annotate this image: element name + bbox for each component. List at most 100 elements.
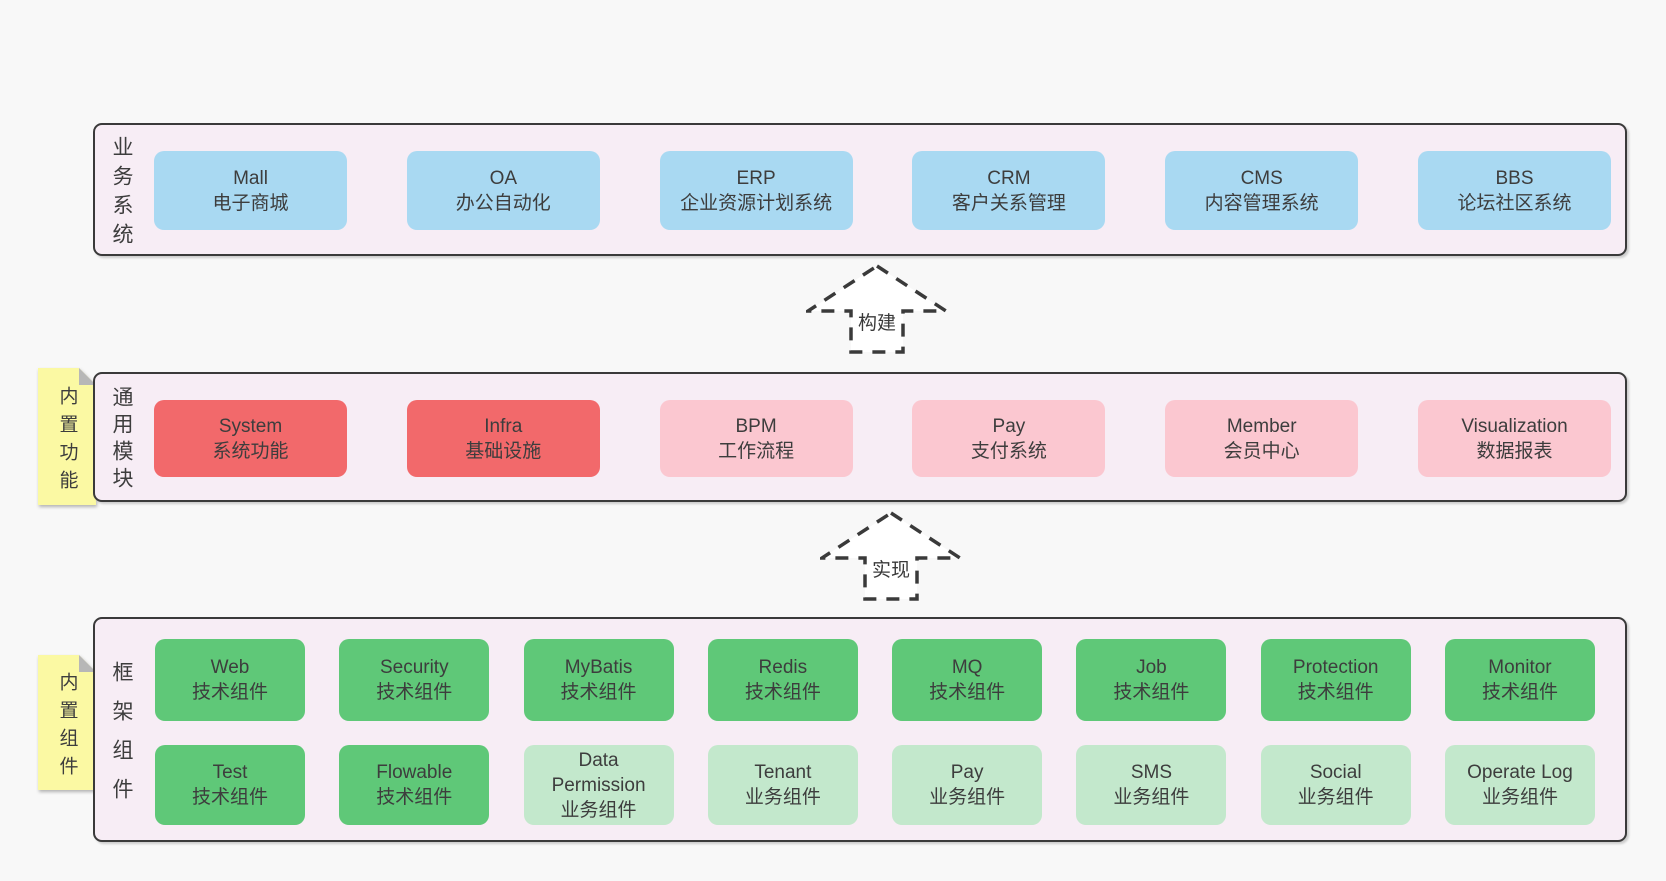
node-bbs: BBS 论坛社区系统 [1417,151,1611,230]
node-en-label: Redis [758,657,808,678]
node-zh-label: 会员中心 [1223,440,1300,462]
node-zh-label: 内容管理系统 [1204,192,1319,214]
node-cms: CMS 内容管理系统 [1165,151,1359,230]
node-mq: MQ 技术组件 [892,639,1043,721]
node-member: Member 会员中心 [1165,400,1359,477]
node-en-label: SMS [1130,762,1172,783]
node-zh-label: 技术组件 [744,682,821,703]
node-en-label: Visualization [1461,415,1568,437]
node-redis: Redis 技术组件 [707,639,858,721]
node-en-label: ERP [736,167,776,189]
node-monitor: Monitor 技术组件 [1444,639,1595,721]
node-zh-label: 技术组件 [1481,682,1558,703]
node-en-label: Social [1309,762,1362,783]
arrow-label: 构建 [855,308,899,335]
node-zh-label: 基础设施 [465,440,542,462]
node-zh-label: 业务组件 [560,799,637,821]
node-en-label: Mall [233,167,268,189]
band-label: 框架组件 [110,660,133,817]
node-job: Job 技术组件 [1076,639,1227,721]
node-tenant: Tenant 业务组件 [707,745,858,825]
node-pay-component: Pay 业务组件 [892,745,1043,825]
node-zh-label: 技术组件 [191,682,268,703]
dashed-up-arrow-implement: 实现 [820,511,962,601]
business-systems-row: Mall 电子商城 OA 办公自动化 ERP 企业资源计划系统 CRM 客户关系… [154,151,1611,230]
node-oa: OA 办公自动化 [406,151,600,230]
node-en-label: Member [1226,415,1297,437]
band-label: 通用模块 [110,386,133,494]
node-social: Social 业务组件 [1260,745,1411,825]
sticky-paper [38,655,96,790]
dashed-up-arrow-build: 构建 [806,264,948,354]
node-zh-label: 数据报表 [1476,440,1553,462]
node-en-label: CRM [987,167,1031,189]
node-en-label: Infra [484,415,523,437]
sticky-note-builtin-components: 内置组件 [38,655,96,790]
common-modules-row: System 系统功能 Infra 基础设施 BPM 工作流程 Pay 支付系统… [154,400,1611,477]
framework-components-row-1: Web 技术组件 Security 技术组件 MyBatis 技术组件 Redi… [155,639,1595,721]
node-zh-label: 办公自动化 [455,192,551,214]
node-zh-label: 业务组件 [744,787,821,808]
node-erp: ERP 企业资源计划系统 [659,151,853,230]
node-zh-label: 技术组件 [929,682,1006,703]
node-en-label: MQ [951,657,983,678]
node-protection: Protection 技术组件 [1260,639,1411,721]
node-en-label: System [218,415,283,437]
node-en-label: Flowable [376,762,453,783]
node-zh-label: 支付系统 [970,440,1047,462]
node-en-label: Data Permission [551,749,646,796]
sticky-paper [38,368,96,505]
arrow-label: 实现 [869,555,913,582]
node-en-label: Operate Log [1467,762,1573,783]
node-bpm: BPM 工作流程 [659,400,853,477]
node-mybatis: MyBatis 技术组件 [523,639,674,721]
node-en-label: Security [379,657,449,678]
node-web: Web 技术组件 [155,639,305,721]
node-en-label: MyBatis [564,657,633,678]
band-business-systems: 业务系统 Mall 电子商城 OA 办公自动化 ERP 企业资源计划系统 CRM… [93,123,1627,256]
node-zh-label: 业务组件 [929,787,1006,808]
node-test: Test 技术组件 [155,745,305,825]
node-zh-label: 系统功能 [212,440,289,462]
node-en-label: Pay [950,762,984,783]
node-data-permission: Data Permission 业务组件 [523,745,674,825]
node-flowable: Flowable 技术组件 [339,745,490,825]
node-zh-label: 技术组件 [560,682,637,703]
node-pay-system: Pay 支付系统 [912,400,1106,477]
node-en-label: Monitor [1488,657,1552,678]
node-zh-label: 技术组件 [191,787,268,808]
node-zh-label: 业务组件 [1113,787,1190,808]
node-mall: Mall 电子商城 [154,151,347,230]
node-zh-label: 客户关系管理 [951,192,1066,214]
node-en-label: Pay [992,415,1026,437]
node-operate-log: Operate Log 业务组件 [1444,745,1595,825]
sticky-note-builtin-features: 内置功能 [38,368,96,505]
node-en-label: Test [212,762,248,783]
sticky-label: 内置组件 [56,671,78,784]
band-common-modules: 通用模块 System 系统功能 Infra 基础设施 BPM 工作流程 Pay… [93,372,1627,502]
node-zh-label: 技术组件 [376,682,453,703]
node-zh-label: 电子商城 [212,192,289,214]
node-zh-label: 技术组件 [1113,682,1190,703]
node-en-label: Job [1136,657,1167,678]
band-framework-components: 框架组件 Web 技术组件 Security 技术组件 MyBatis 技术组件… [93,617,1627,842]
node-sms: SMS 业务组件 [1076,745,1227,825]
node-en-label: Protection [1292,657,1379,678]
node-en-label: OA [489,167,518,189]
node-en-label: Web [210,657,250,678]
node-crm: CRM 客户关系管理 [912,151,1106,230]
node-en-label: CMS [1240,167,1283,189]
node-en-label: BPM [735,415,777,437]
node-zh-label: 业务组件 [1481,787,1558,808]
band-label: 业务系统 [110,135,133,252]
node-system: System 系统功能 [154,400,347,477]
node-security: Security 技术组件 [339,639,490,721]
node-zh-label: 技术组件 [376,787,453,808]
node-zh-label: 技术组件 [1297,682,1374,703]
node-zh-label: 企业资源计划系统 [680,192,833,214]
node-en-label: BBS [1495,167,1534,189]
node-visualization: Visualization 数据报表 [1417,400,1611,477]
framework-components-row-2: Test 技术组件 Flowable 技术组件 Data Permission … [155,745,1595,825]
node-zh-label: 论坛社区系统 [1457,192,1572,214]
